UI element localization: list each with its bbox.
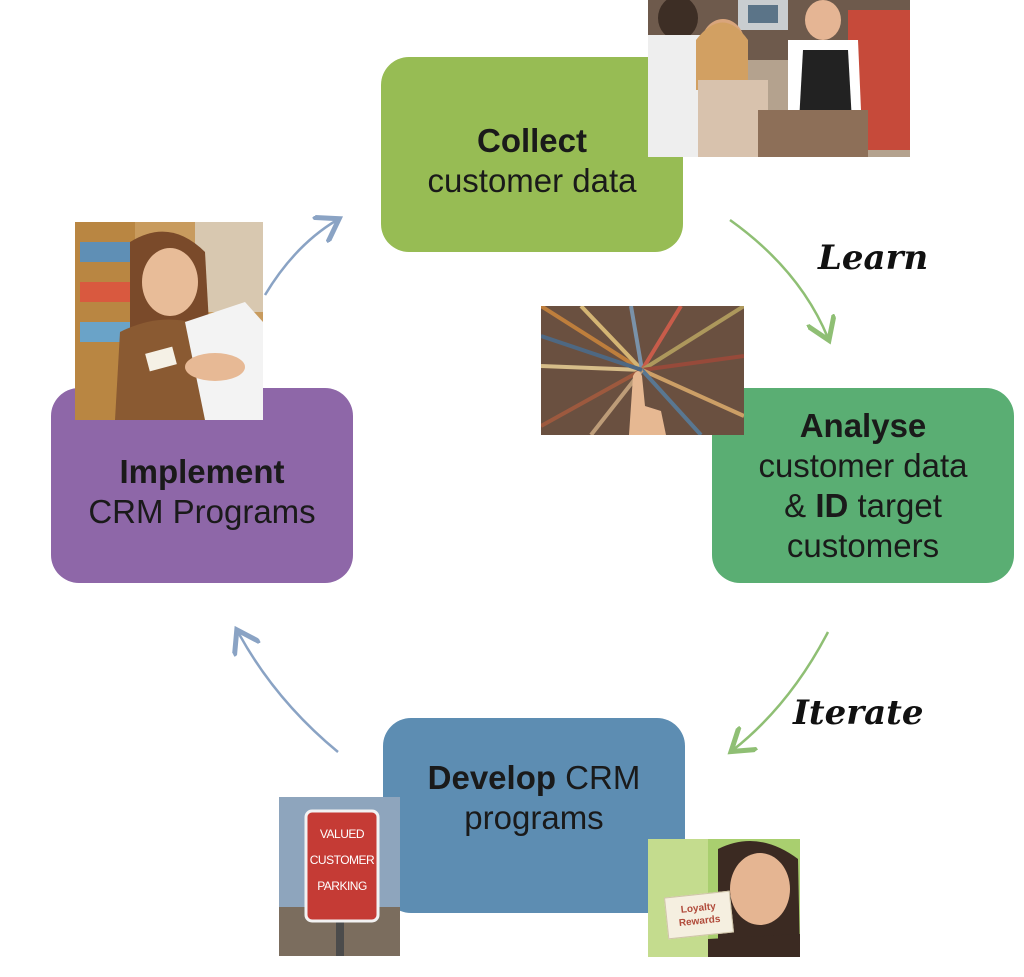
analyse-text-line2: & ID target [784,486,942,524]
loyalty-card-photo: Loyalty Rewards [648,839,800,957]
analyse-step-box: Analyse customer data & ID target custom… [712,388,1014,583]
analyse-text: customer data [758,446,968,484]
learn-arrow [729,218,828,338]
learn-label: Learn [818,238,929,278]
shopper-card-photo [75,222,263,420]
parking-sign-photo: VALUED CUSTOMER PARKING [279,797,400,956]
implement-to-collect-arrow [263,220,337,296]
develop-title: Develop [427,758,557,796]
implement-title: Implement [119,452,285,490]
collect-text: customer data [427,161,637,199]
parking-sign-text: VALUED CUSTOMER PARKING [309,827,375,893]
iterate-arrow [733,631,830,750]
develop-text: programs [464,798,604,836]
develop-to-implement-arrow [238,632,339,753]
analyse-text-line3: customers [786,526,940,564]
develop-step-box: Develop CRM programs [383,718,685,913]
collect-title: Collect [476,121,588,159]
collect-step-box: Collect customer data [381,57,683,252]
loyalty-card: Loyalty Rewards [663,890,735,940]
iterate-label: Iterate [793,693,924,733]
analyse-title: Analyse [799,406,927,444]
cashier-photo [648,0,910,157]
implement-text: CRM Programs [88,492,316,530]
analysis-blur-photo [541,306,744,435]
implement-step-box: Implement CRM Programs [51,388,353,583]
develop-title-line: Develop CRM [427,758,641,796]
